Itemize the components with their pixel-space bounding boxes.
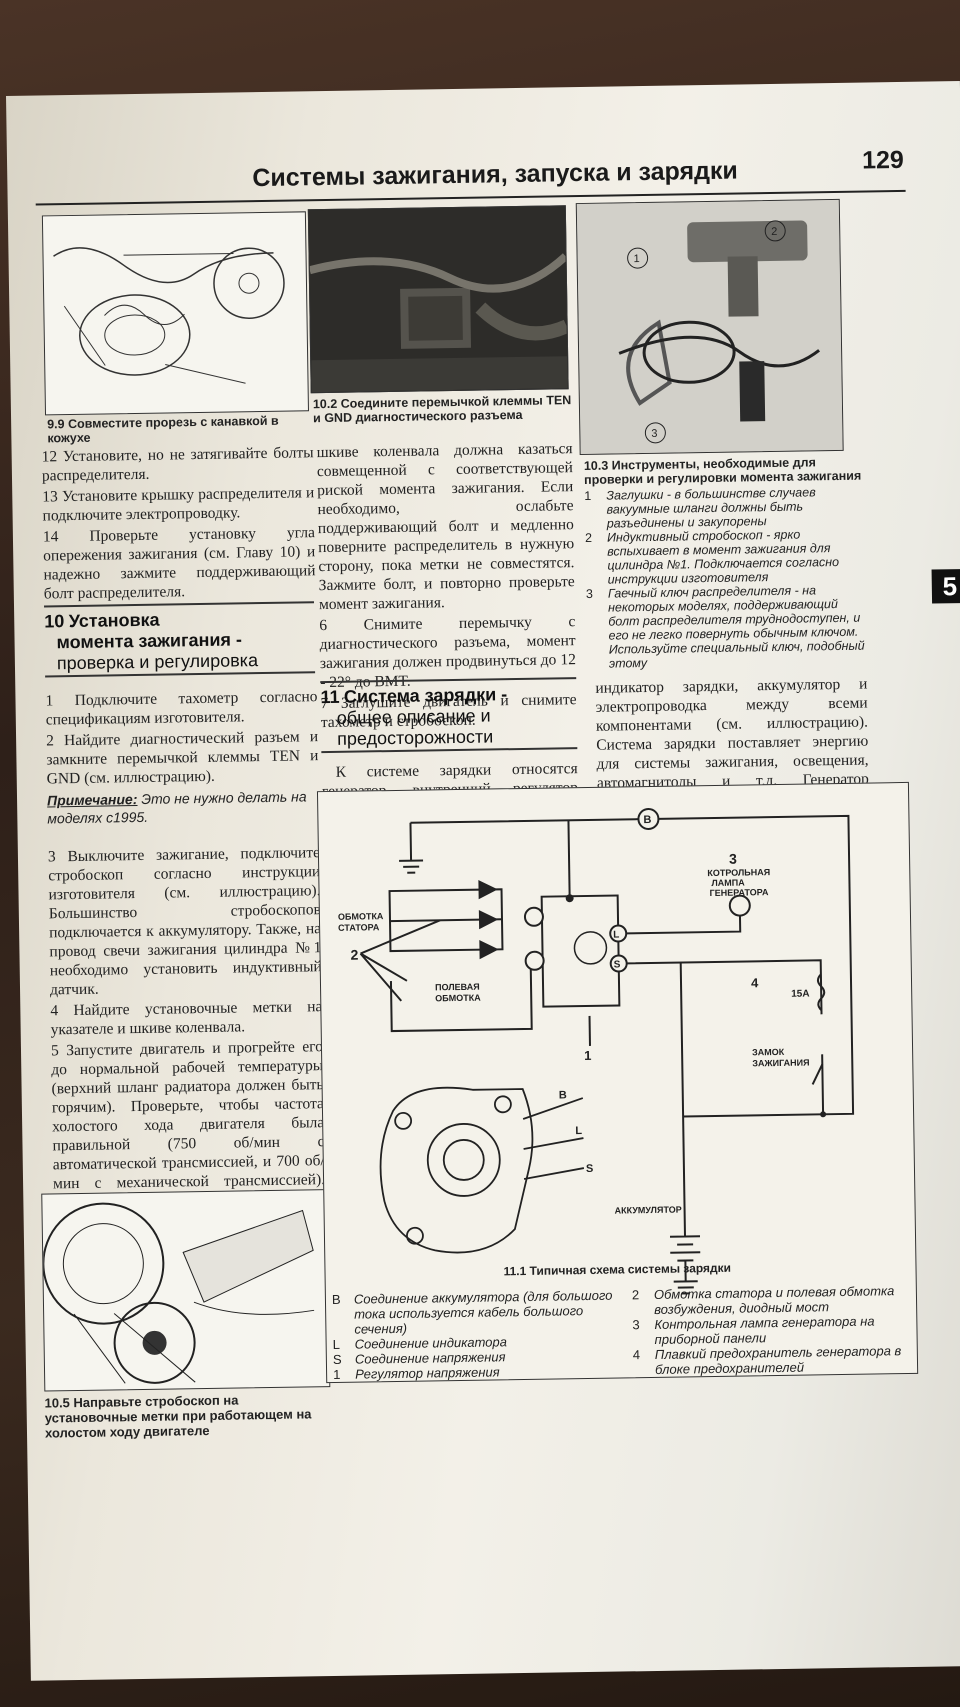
- figure-10-5: [41, 1189, 331, 1392]
- note-label: Примечание:: [46, 791, 138, 809]
- ignition-switch-label-1: ЗАМОК: [752, 1047, 785, 1058]
- step-1: 1 Подключите тахометр согласно специфика…: [45, 688, 318, 729]
- alt-b-label: B: [559, 1089, 567, 1101]
- terminal-s-label: S: [614, 959, 621, 970]
- callout-3: 3: [729, 851, 737, 867]
- tool-label-3: 3: [651, 428, 657, 440]
- lamp-label-1: КОТРОЛЬНАЯ: [707, 867, 770, 878]
- caption-10-3: 10.3 Инструменты, необходимые для провер…: [583, 455, 862, 487]
- step-14: 14 Проверьте установку угла опережения з…: [42, 524, 316, 603]
- distributor-drawing: [53, 247, 285, 384]
- tool-label-1: 1: [634, 253, 640, 265]
- tool-label-2: 2: [771, 226, 777, 238]
- terminal-l-label: L: [613, 929, 619, 940]
- battery-label: АККУМУЛЯТОР: [615, 1205, 682, 1216]
- section-11-heading: 11 Система зарядки - общее описание и пр…: [320, 684, 508, 749]
- caption-10-2: 10.2 Соедините перемычкой клеммы TEN и G…: [312, 393, 572, 426]
- page-number: 129: [861, 145, 905, 175]
- figure-9-9: [41, 211, 309, 416]
- step-12: 12 Установите, но не затягивайте болты р…: [41, 444, 314, 485]
- lamp-label-2: ЛАМПА: [711, 877, 745, 888]
- figure-10-2-photo: [307, 205, 569, 394]
- step-3: 3 Выключите зажигание, подключите стробо…: [47, 844, 322, 999]
- step-2: 2 Найдите диагностический разъем и замкн…: [46, 728, 319, 788]
- section-10-steps-3-5: 3 Выключите зажигание, подключите стробо…: [48, 843, 326, 1231]
- chapter-tab: 5: [931, 568, 960, 604]
- stator-label: ОБМОТКА: [338, 911, 384, 922]
- step-4: 4 Найдите установочные метки на указател…: [50, 998, 323, 1039]
- crankshaft-pulley-drawing: [42, 1202, 315, 1384]
- alt-l-label: L: [575, 1125, 582, 1137]
- section-10-steps-1-2: 1 Подключите тахометр согласно специфика…: [45, 687, 318, 788]
- terminal-b-label: B: [643, 814, 651, 826]
- ignition-switch-label-2: ЗАЖИГАНИЯ: [752, 1057, 809, 1068]
- figure-11-1: B L S ОБМОТКА СТАТОРА ПОЛЕВАЯ ОБМОТКА 2 …: [316, 781, 919, 1384]
- figure-10-3-photo: 1 2 3: [575, 198, 844, 456]
- mid-paragraph: шкиве коленвала должна казаться совмещен…: [316, 440, 575, 614]
- left-column-steps: 12 Установите, но не затягивайте болты р…: [42, 443, 316, 603]
- note: Примечание: Это не нужно делать на модел…: [47, 787, 320, 827]
- caption-10-5: 10.5 Направьте стробоскоп на установочны…: [44, 1392, 312, 1441]
- page-header-title: Системы зажигания, запуска и зарядки: [252, 156, 739, 193]
- timing-tools-photo: 1 2 3: [576, 199, 843, 455]
- field-label-2: ОБМОТКА: [435, 993, 481, 1004]
- stator-label-2: СТАТОРА: [338, 922, 380, 933]
- field-label: ПОЛЕВАЯ: [435, 982, 480, 993]
- section-10-heading: 10 Установка момента зажигания - проверк…: [44, 609, 259, 674]
- charging-system-diagram: B L S ОБМОТКА СТАТОРА ПОЛЕВАЯ ОБМОТКА 2 …: [338, 807, 855, 1295]
- callout-4: 4: [751, 975, 759, 990]
- fuse-rating-label: 15A: [791, 988, 810, 999]
- callout-2: 2: [350, 947, 358, 963]
- book-page: Системы зажигания, запуска и зарядки 129…: [6, 81, 960, 1681]
- caption-11-1: 11.1 Типичная схема системы зарядки: [503, 1261, 731, 1279]
- diagnostic-connector-photo: [308, 206, 569, 393]
- step-13: 13 Установите крышку распределителя и по…: [42, 484, 315, 525]
- alt-s-label: S: [586, 1163, 594, 1175]
- caption-9-9: 9.9 Совместите прорезь с канавкой в кожу…: [47, 413, 279, 446]
- callout-1: 1: [584, 1048, 591, 1063]
- lamp-label-3: ГЕНЕРАТОРА: [710, 887, 770, 898]
